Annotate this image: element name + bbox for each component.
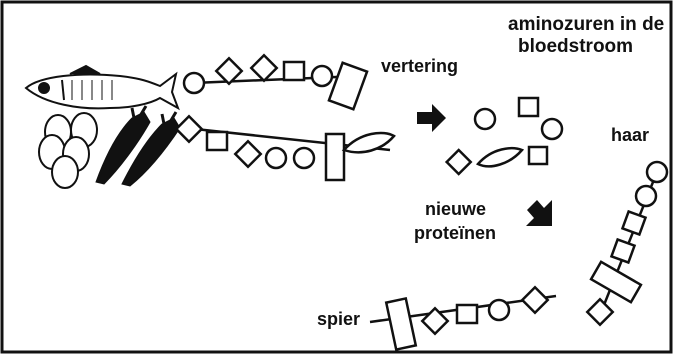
digestion-label: vertering	[381, 56, 458, 77]
new-proteins-label-line2: proteïnen	[414, 223, 496, 244]
amino-acids-title-line1: aminozuren in de	[508, 14, 664, 36]
protein-chain-muscle	[370, 287, 556, 349]
protein-chain-top	[184, 55, 367, 109]
protein-chain-hair	[587, 162, 667, 325]
chicken-legs-icon	[96, 106, 180, 186]
arrow-right-icon	[417, 104, 446, 132]
protein-chain-bottom	[176, 116, 394, 180]
amino-acids-title-line2: bloedstroom	[518, 36, 633, 58]
fish-icon	[26, 66, 178, 108]
muscle-label: spier	[317, 309, 360, 330]
eggs-icon	[39, 113, 97, 188]
new-proteins-label-line1: nieuwe	[425, 199, 486, 220]
arrow-down-right-icon	[526, 200, 552, 226]
free-amino-acids	[447, 98, 562, 174]
hair-label: haar	[611, 125, 649, 146]
